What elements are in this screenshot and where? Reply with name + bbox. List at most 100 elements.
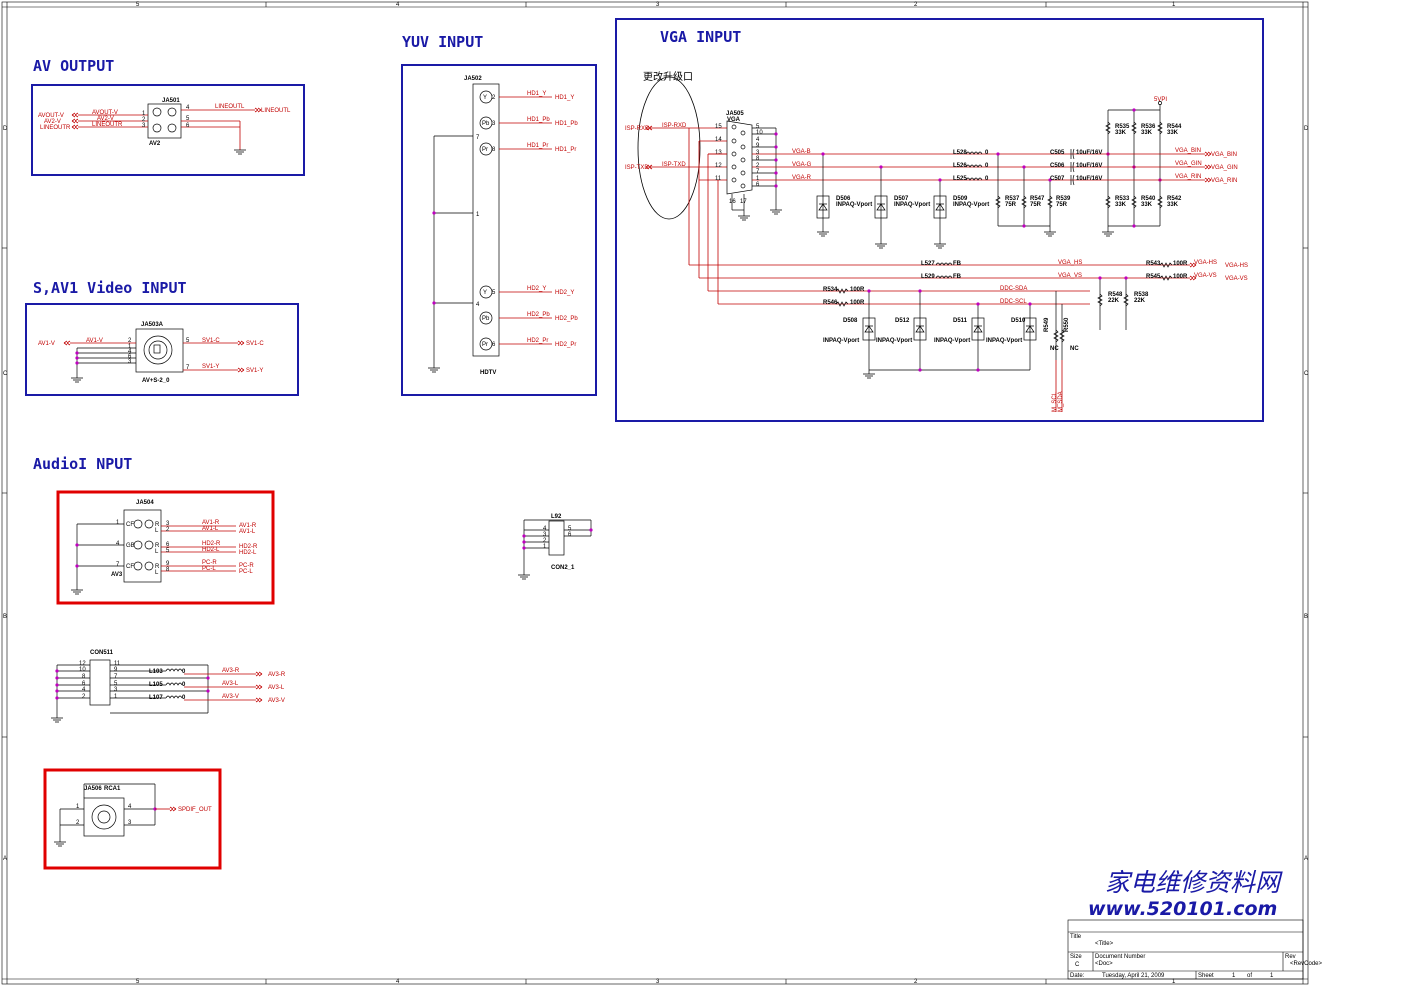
pin: 2	[492, 95, 496, 101]
jack-l: L	[155, 570, 159, 576]
pin: 1	[114, 694, 118, 700]
ddc-scl-net: DDC-SCL	[1000, 299, 1027, 305]
hd2-l-port: HD2-L	[239, 550, 257, 556]
jack-r: R	[155, 543, 160, 549]
r540-ref: R540	[1141, 196, 1156, 202]
l107-ref: L107	[149, 695, 163, 701]
cap-val: 10uF/16V	[1076, 163, 1102, 169]
pin: 1	[76, 804, 80, 810]
fb-val: FB	[953, 274, 962, 280]
pin: 2	[756, 163, 760, 169]
pin: 3	[128, 359, 132, 365]
pin: 3	[128, 820, 132, 826]
date-label: Date:	[1070, 973, 1085, 979]
inductor-val: 0	[985, 163, 989, 169]
hd2-y-wire: HD2_Y	[527, 286, 546, 292]
pin: 4	[476, 302, 480, 308]
section-title-audio-input: AudioI NPUT	[33, 455, 132, 473]
color-mark: CF	[126, 564, 134, 570]
r534-ref: R534	[823, 287, 838, 293]
hd1-pr-wire: HD1_Pr	[527, 143, 548, 149]
ja503a-ref: JA503A	[141, 322, 164, 328]
vga-part: VGA	[727, 117, 741, 123]
sv1-y-wire: SV1-Y	[202, 364, 219, 370]
border-col-label: 5	[136, 2, 140, 8]
pin: 9	[114, 667, 118, 673]
pin: 6	[82, 681, 86, 687]
tvs-part: INPAQ-Vport	[836, 202, 872, 208]
pin: 8	[756, 156, 760, 162]
r543-ref: R543	[1146, 261, 1161, 267]
sv1-c-port: SV1-C	[246, 341, 264, 347]
pin: 15	[715, 124, 722, 130]
audio-input-circuit: JA504 AV3 CF GB CF R L R L R L 1 4 7 3 2…	[71, 500, 258, 595]
pin: 5	[492, 290, 496, 296]
rev-label: Rev	[1285, 954, 1296, 960]
fb-val: FB	[953, 261, 962, 267]
isp-rxd-wire: ISP-RXD	[662, 123, 687, 129]
lineoutr-port: LINEOUTR	[40, 125, 71, 131]
pin: 12	[79, 661, 86, 667]
title-label: Title	[1070, 934, 1082, 940]
jack-label: Pb	[482, 121, 490, 127]
pin: 4	[128, 349, 132, 355]
border-row-label: D	[1304, 126, 1309, 132]
pulldown-val: 33K	[1141, 202, 1153, 208]
sheet-value: 1	[1232, 973, 1236, 979]
pin: 4	[756, 137, 760, 143]
pin: 11	[114, 661, 121, 667]
inductor-val: 0	[182, 669, 186, 675]
lineoutr-wire: LINEOUTR	[92, 122, 123, 128]
spdif-out-port: SPDIF_OUT	[178, 807, 212, 813]
l105-ref: L105	[149, 682, 163, 688]
rca1-part: RCA1	[104, 786, 121, 792]
vga-bin-port: VGA_BIN	[1211, 152, 1237, 158]
l92-connector: L92 CON2_1 4 3 2 1 5 6	[518, 514, 593, 580]
pin: 6	[128, 354, 132, 360]
l526-ref: L526	[953, 163, 967, 169]
border-col-label: 1	[1172, 979, 1176, 985]
pin: 1	[128, 344, 132, 350]
pin: 7	[114, 674, 118, 680]
lineoutl-port: LINEOUTL	[261, 108, 291, 114]
hd1-pb-port: HD1_Pb	[555, 121, 578, 127]
yuv-input-circuit: JA502 HDTV Y Pb Pr Y Pb Pr HD1_Y HD1_Pb …	[428, 76, 578, 376]
rev-value: <RevCode>	[1290, 961, 1323, 967]
pin: 5	[186, 338, 190, 344]
border-col-label: 3	[656, 2, 660, 8]
watermark-cn: 家电维修资料网	[1105, 868, 1283, 897]
spdif-highlight	[43, 768, 222, 870]
ddc-r-val: 100R	[850, 287, 865, 293]
av3-l-port: AV3-L	[268, 685, 285, 691]
vga-b-net: VGA-B	[792, 149, 811, 155]
d506-ref: D506	[836, 196, 851, 202]
pin: 7	[476, 135, 480, 141]
border-col-label: 2	[914, 2, 918, 8]
con511-ref: CON511	[90, 650, 114, 656]
5vpi-supply: 5VPI	[1154, 97, 1167, 103]
border-col-label: 1	[1172, 2, 1176, 8]
r533-ref: R533	[1115, 196, 1130, 202]
hd2-pb-wire: HD2_Pb	[527, 312, 550, 318]
av-output-frame	[31, 84, 305, 176]
tvs-part: INPAQ-Vport	[876, 338, 912, 344]
border-col-label: 4	[396, 979, 400, 985]
pin: 6	[756, 182, 760, 188]
r539-ref: R539	[1056, 196, 1071, 202]
r542-ref: R542	[1167, 196, 1182, 202]
r545-ref: R545	[1146, 274, 1161, 280]
isp-txd-wire: ISP-TXD	[662, 162, 686, 168]
border-row-label: D	[3, 126, 8, 132]
nc-label: NC	[1050, 346, 1059, 352]
c505-ref: C505	[1050, 150, 1065, 156]
pulldown-val: 33K	[1167, 202, 1179, 208]
tvs-part: INPAQ-Vport	[894, 202, 930, 208]
jack-l: L	[155, 549, 159, 555]
section-title-yuv-input: YUV INPUT	[402, 33, 483, 51]
pin: 2	[166, 527, 170, 533]
pin: 10	[756, 130, 763, 136]
pin: 13	[715, 150, 722, 156]
color-mark: CF	[126, 522, 134, 528]
spdif-circuit: JA506 RCA1 SPDIF_OUT 1 2 4 3	[54, 783, 212, 847]
